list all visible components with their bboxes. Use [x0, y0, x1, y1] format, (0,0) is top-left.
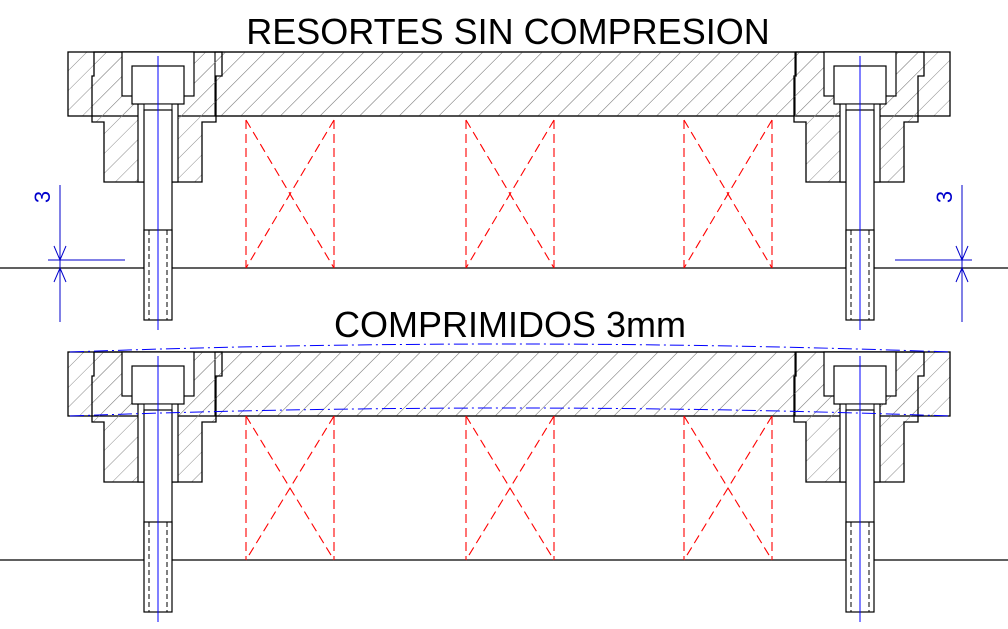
- spring-3-diagonal-b: [683, 415, 773, 561]
- dimension-right: 3: [895, 185, 972, 322]
- dimension-right-arrow-bottom: [955, 266, 969, 283]
- assembly-uncompressed: [67, 51, 951, 330]
- spring-1-diagonal-b: [245, 415, 335, 561]
- plate-body: [214, 51, 796, 117]
- dimension-left-arrow-bottom: [53, 266, 67, 283]
- dimension-left-value: 3: [30, 191, 55, 203]
- dimension-right-arrow-top: [955, 245, 969, 262]
- dimension-left: 3: [30, 185, 125, 322]
- plate-body: [214, 351, 796, 417]
- title-uncompressed: RESORTES SIN COMPRESION: [246, 11, 769, 52]
- deflection-top-curve: [69, 343, 951, 353]
- spring-2-diagonal-b: [465, 415, 555, 561]
- spring-2-diagonal-b: [465, 119, 555, 269]
- plate-deflection-outline: [69, 343, 951, 417]
- title-compressed: COMPRIMIDOS 3mm: [334, 304, 686, 345]
- dimension-left-arrow-top: [53, 245, 67, 262]
- spring-1-diagonal-b: [245, 119, 335, 269]
- deflection-bottom-curve: [69, 407, 951, 417]
- dimension-right-value: 3: [932, 191, 957, 203]
- assembly-compressed: [67, 351, 951, 622]
- spring-3-diagonal-b: [683, 119, 773, 269]
